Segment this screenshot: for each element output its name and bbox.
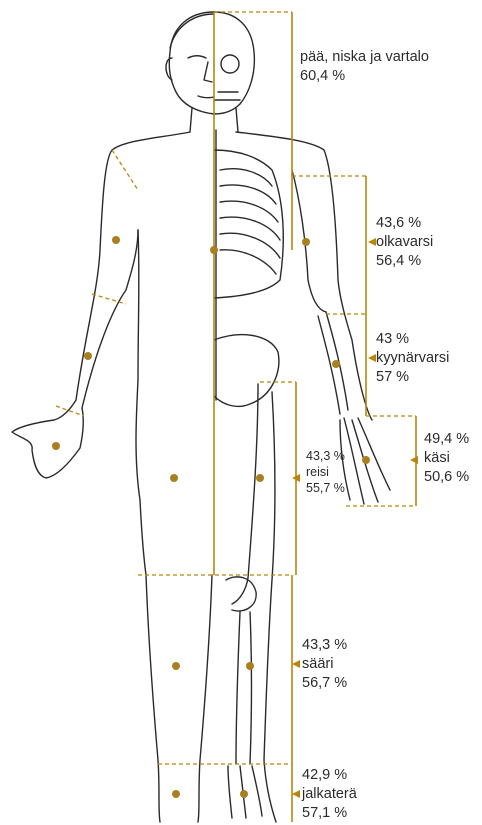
thigh-top: 43,3 %	[306, 448, 345, 464]
nose	[204, 62, 212, 82]
dot-upper-arm-right	[302, 238, 310, 246]
jaw	[214, 92, 240, 100]
forearm-top: 43 %	[376, 330, 449, 349]
mouth	[198, 96, 214, 98]
hand-top: 49,4 %	[424, 430, 469, 449]
head-trunk-name: pää, niska ja vartalo	[300, 48, 429, 67]
upper-arm-top: 43,6 %	[376, 214, 433, 233]
pelvis	[214, 335, 279, 407]
dot-thigh-left	[170, 474, 178, 482]
label-forearm: 43 % kyynärvarsi 57 %	[376, 330, 449, 387]
arrow-shank	[292, 660, 300, 668]
tibia	[236, 612, 252, 764]
hand-bottom: 50,6 %	[424, 468, 469, 487]
label-foot: 42,9 % jalkaterä 57,1 %	[302, 766, 357, 823]
upper-arm-bottom: 56,4 %	[376, 252, 433, 271]
dot-thigh-right	[256, 474, 264, 482]
label-hand: 49,4 % käsi 50,6 %	[424, 430, 469, 487]
dot-forearm-right	[332, 360, 340, 368]
knee	[226, 577, 256, 611]
thigh-bottom: 55,7 %	[306, 480, 345, 496]
label-shank: 43,3 % sääri 56,7 %	[302, 636, 347, 693]
arrow-upper-arm	[368, 238, 376, 246]
ribcage	[214, 150, 283, 298]
dot-upper-arm-left	[112, 236, 120, 244]
shank-top: 43,3 %	[302, 636, 347, 655]
arrow-forearm	[368, 354, 376, 362]
arrow-hand	[410, 456, 418, 464]
dot-shank-left	[172, 662, 180, 670]
label-thigh: 43,3 % reisi 55,7 %	[306, 448, 345, 496]
thigh-name: reisi	[306, 464, 345, 480]
leg-left-outer	[146, 575, 160, 822]
forearm-bottom: 57 %	[376, 368, 449, 387]
foot-name: jalkaterä	[302, 785, 357, 804]
eye-socket	[221, 55, 239, 73]
dot-forearm-left	[84, 352, 92, 360]
dot-foot-left	[172, 790, 180, 798]
head-trunk-value: 60,4 %	[300, 67, 429, 86]
label-head-trunk: pää, niska ja vartalo 60,4 %	[300, 48, 429, 86]
dot-hand-left	[52, 442, 60, 450]
shank-bottom: 56,7 %	[302, 674, 347, 693]
femur	[232, 384, 258, 604]
upper-arm-name: olkavarsi	[376, 233, 433, 252]
foot-top: 42,9 %	[302, 766, 357, 785]
arm-right-outer	[236, 132, 372, 420]
label-upper-arm: 43,6 % olkavarsi 56,4 %	[376, 214, 433, 271]
dot-hand-right	[362, 456, 370, 464]
hand-name: käsi	[424, 449, 469, 468]
arrow-foot	[292, 790, 300, 798]
torso-left	[54, 132, 190, 420]
skull-outline	[214, 12, 254, 114]
forearm-name: kyynärvarsi	[376, 349, 449, 368]
dot-trunk	[210, 246, 218, 254]
hand-left	[12, 408, 83, 478]
torso-left-side	[136, 230, 146, 575]
leg-right-outer	[264, 392, 276, 822]
dot-shank-right	[246, 662, 254, 670]
leg-left-inner	[198, 575, 212, 822]
boundary-shoulder-left	[112, 150, 138, 190]
eye	[188, 56, 206, 58]
ribs	[220, 169, 280, 274]
shank-name: sääri	[302, 655, 347, 674]
dot-foot-right	[240, 790, 248, 798]
boundary-wrist-left	[56, 406, 84, 416]
foot-bottom: 57,1 %	[302, 804, 357, 823]
